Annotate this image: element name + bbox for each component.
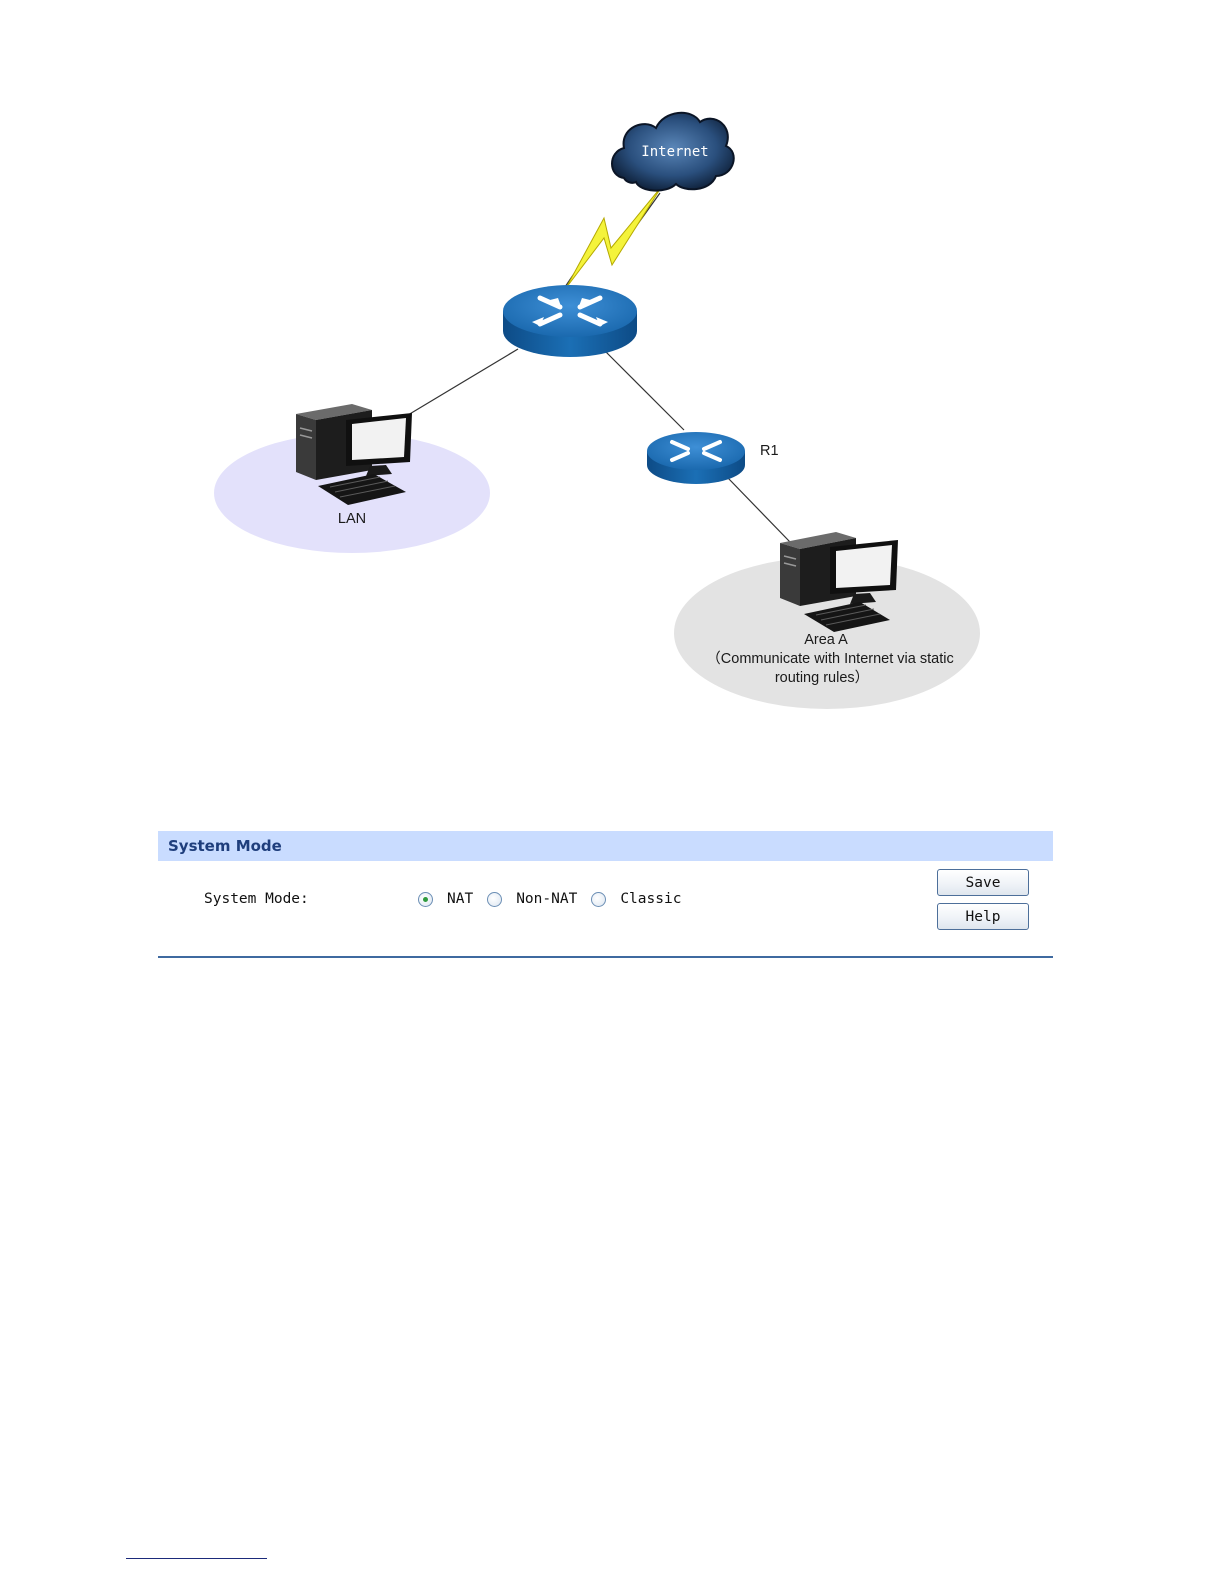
area-a-description-line1: （Communicate with Internet via static [706, 650, 953, 667]
radio-nat[interactable] [418, 892, 433, 907]
internet-label: Internet [641, 144, 708, 160]
radio-classic-label[interactable]: Classic [620, 891, 681, 907]
system-mode-label: System Mode: [204, 891, 309, 907]
internet-cloud-icon: Internet [612, 113, 734, 191]
panel-title: System Mode [168, 837, 282, 855]
lightning-bolt-icon [566, 186, 662, 288]
panel-header: System Mode [158, 831, 1053, 861]
lan-label: LAN [338, 511, 366, 527]
area-a-label: Area A [804, 632, 848, 648]
link-router-r1 [606, 352, 684, 430]
router-r1-label: R1 [760, 443, 779, 459]
help-button[interactable]: Help [937, 903, 1029, 930]
footnote-separator [126, 1558, 267, 1559]
main-router-icon [503, 285, 637, 357]
area-a-description-line2: routing rules） [775, 669, 869, 686]
radio-option-nat[interactable]: NAT [418, 891, 487, 907]
system-mode-radio-group: NAT Non-NAT Classic [418, 891, 695, 907]
panel-bottom-rule [158, 956, 1053, 958]
radio-non-nat-label[interactable]: Non-NAT [516, 891, 577, 907]
save-button[interactable]: Save [937, 869, 1029, 896]
radio-non-nat[interactable] [487, 892, 502, 907]
radio-classic[interactable] [591, 892, 606, 907]
radio-nat-label[interactable]: NAT [447, 891, 473, 907]
link-r1-area-a [728, 478, 790, 542]
router-r1-icon [647, 432, 745, 484]
radio-option-classic[interactable]: Classic [591, 891, 695, 907]
system-mode-panel: System Mode System Mode: NAT Non-NAT Cla… [158, 831, 1053, 959]
link-router-lan [408, 349, 518, 415]
radio-option-non-nat[interactable]: Non-NAT [487, 891, 591, 907]
network-topology-diagram: Internet R1 [0, 0, 1224, 760]
